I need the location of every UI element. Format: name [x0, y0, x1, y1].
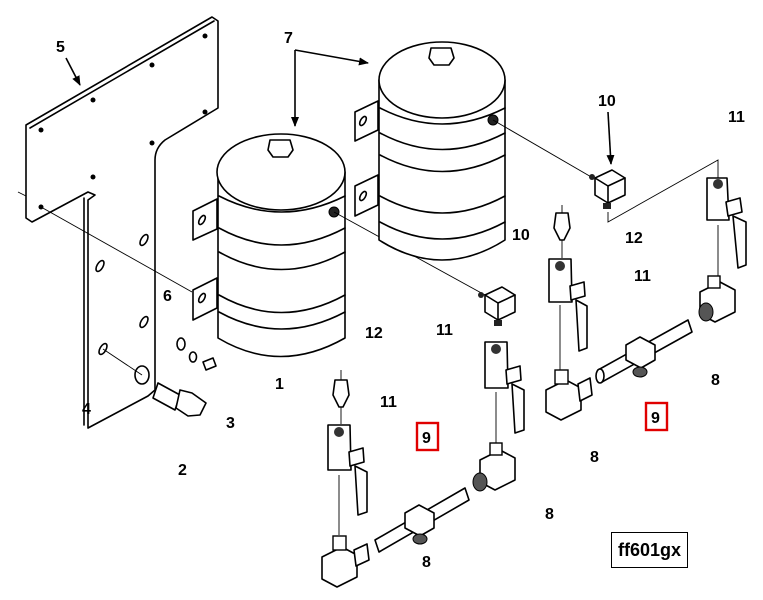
- callout-4: 4: [82, 401, 91, 418]
- ball-valve-mid: [548, 258, 588, 370]
- callout-10-lower: 10: [512, 227, 530, 244]
- callout-12-lower: 12: [365, 325, 383, 342]
- callout-labels: 5 7 10 11 12 10 11 6 1 3 4 2 11 12 11 8 …: [56, 30, 745, 571]
- filter-canister-back: [354, 41, 594, 261]
- elbow-fitting-left: [321, 535, 370, 588]
- mounting-hardware: [102, 337, 217, 417]
- tee-fitting-left: [374, 487, 470, 553]
- elbow-block-lower: [478, 286, 516, 326]
- callout-9-right: 9: [651, 410, 660, 427]
- callout-12-upper: 12: [625, 230, 643, 247]
- callout-9-left: 9: [422, 430, 431, 447]
- callout-3: 3: [226, 415, 235, 432]
- callout-11-right: 11: [728, 109, 745, 126]
- callout-2: 2: [178, 462, 187, 479]
- callout-8-mid: 8: [590, 449, 599, 466]
- callout-5: 5: [56, 39, 65, 56]
- elbow-fitting-mid: [545, 369, 593, 421]
- ball-valve-right: [706, 177, 747, 280]
- callout-10-upper: 10: [598, 93, 616, 110]
- leader-arrows: ="738" y1="128" x2="729" y2="168" marker…: [65, 49, 615, 165]
- ball-valve-center: [484, 341, 525, 445]
- figure-id-label: ff601gx: [611, 532, 688, 568]
- callout-1: 1: [275, 376, 284, 393]
- callout-6: 6: [163, 288, 172, 305]
- elbow-fitting-right: [698, 275, 736, 323]
- highlight-box-9-left: [415, 421, 440, 452]
- callout-8-right: 8: [711, 372, 720, 389]
- ball-valve-left: [327, 424, 368, 535]
- adapter-fitting-upper: [553, 205, 571, 258]
- callout-8-left: 8: [422, 554, 431, 571]
- elbow-block-upper: [589, 169, 626, 209]
- callout-7: 7: [284, 30, 293, 47]
- tee-fitting-right: [595, 319, 693, 384]
- adapter-fitting-lower: [332, 370, 350, 424]
- highlight-box-9-right: [644, 401, 669, 432]
- elbow-fitting-center: [472, 442, 516, 492]
- callout-11-mid: 11: [634, 268, 651, 285]
- callout-11-left: 11: [380, 394, 397, 411]
- callout-8-center: 8: [545, 506, 554, 523]
- callout-11-center: 11: [436, 322, 453, 339]
- filter-canister-front: [192, 133, 486, 358]
- mounting-plate: [17, 16, 219, 429]
